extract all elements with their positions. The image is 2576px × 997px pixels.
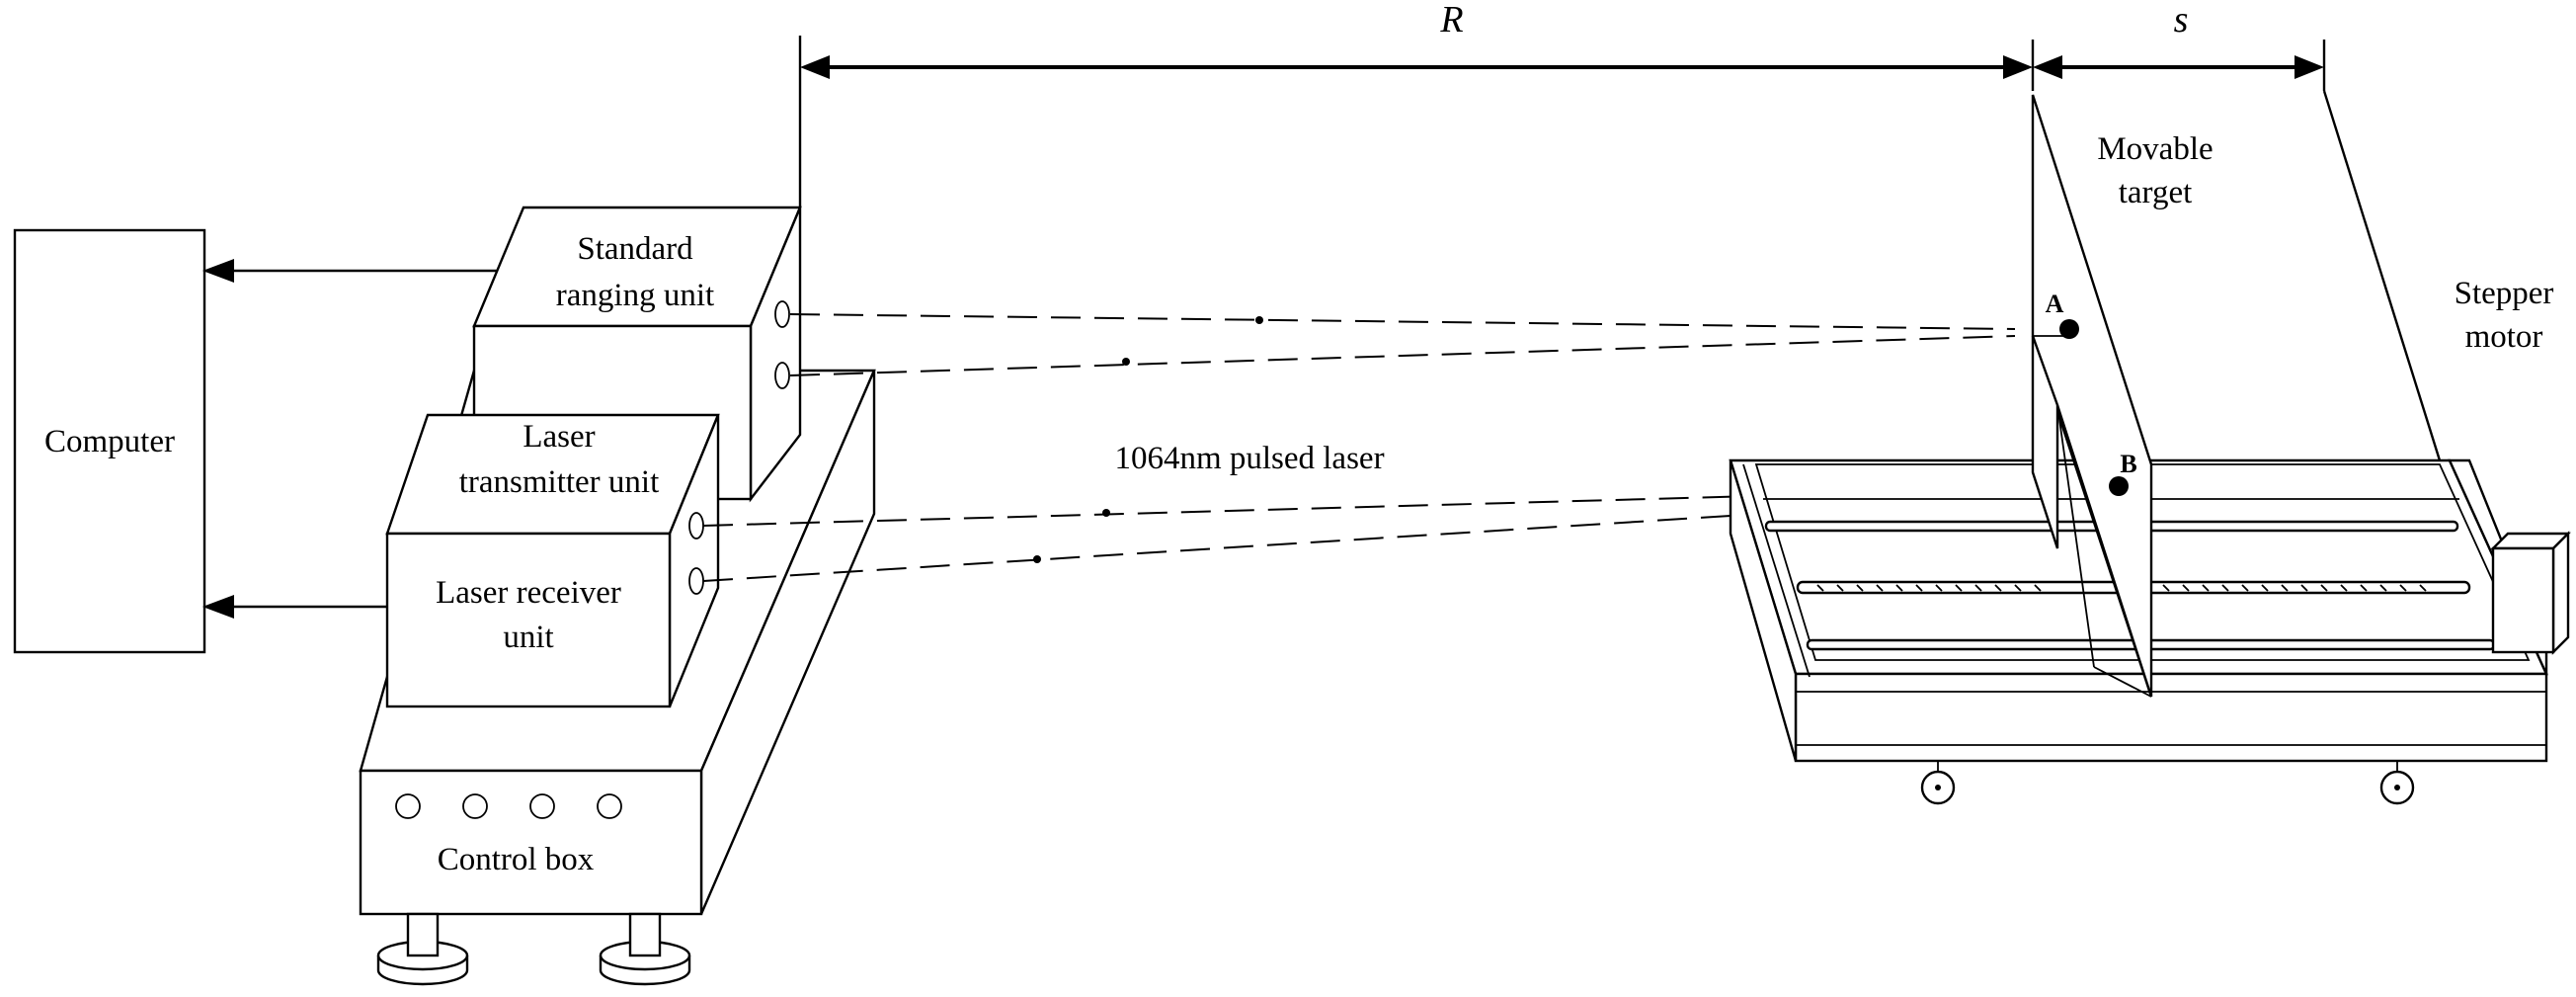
- control-knob-icon: [395, 793, 421, 819]
- laser-transmitter-receiver-unit: Laser transmitter unit Laser receiver un…: [385, 413, 720, 708]
- target-point-B: B: [2109, 450, 2137, 496]
- movable-target-label-line2: target: [2119, 175, 2193, 210]
- movable-target-plate: [2031, 94, 2153, 698]
- distance-R-label: R: [1439, 0, 1463, 41]
- stepper-motor-block: [2490, 531, 2571, 655]
- movable-target-label-line1: Movable: [2097, 131, 2213, 167]
- standard-ranging-unit-label-line2: ranging unit: [556, 278, 714, 313]
- signal-arrow-lower: [202, 595, 390, 619]
- stepper-motor-label-line1: Stepper: [2455, 276, 2554, 311]
- lead-screw-threads: [1816, 584, 2427, 592]
- beam-standard-outgoing: [789, 313, 2016, 330]
- laser-receiver-unit-label-line1: Laser receiver: [436, 575, 621, 611]
- beam-transmitter-outgoing: [702, 485, 2105, 527]
- platform-wheel-right-icon: [2379, 761, 2415, 805]
- computer-label: Computer: [44, 424, 175, 459]
- cart-wheel-left-icon: [376, 912, 469, 986]
- control-knob-icon: [462, 793, 488, 819]
- laser-transmitter-unit-label-line2: transmitter unit: [459, 464, 660, 500]
- control-box-label: Control box: [438, 842, 595, 877]
- dimension-R: R: [798, 0, 2033, 208]
- laser-transmitter-unit-label-line1: Laser: [523, 419, 595, 455]
- control-knob-icon: [529, 793, 555, 819]
- laser-receiver-unit-label-line2: unit: [503, 620, 553, 655]
- emitter-port-icon: [774, 300, 790, 328]
- standard-ranging-unit-label-line1: Standard: [577, 231, 693, 267]
- point-A-label: A: [2046, 290, 2064, 318]
- laser-beams: [702, 313, 2105, 582]
- platform-wheel-left-icon: [1920, 761, 1956, 805]
- distance-s-label: s: [2174, 0, 2189, 41]
- receiver-port-icon: [774, 362, 790, 389]
- stepper-motor-label-line2: motor: [2465, 319, 2543, 355]
- target-point-A: A: [2046, 290, 2079, 339]
- point-B-label: B: [2120, 450, 2136, 478]
- beam-standard-return: [789, 335, 2016, 376]
- computer-box: Computer: [13, 228, 206, 654]
- control-knob-icon: [597, 793, 622, 819]
- pulsed-laser-label: 1064nm pulsed laser: [1114, 441, 1384, 476]
- beam-receiver-return: [702, 491, 2105, 582]
- cart-wheel-right-icon: [599, 912, 691, 986]
- dimension-s: s: [2031, 0, 2326, 91]
- signal-arrow-upper: [202, 259, 499, 283]
